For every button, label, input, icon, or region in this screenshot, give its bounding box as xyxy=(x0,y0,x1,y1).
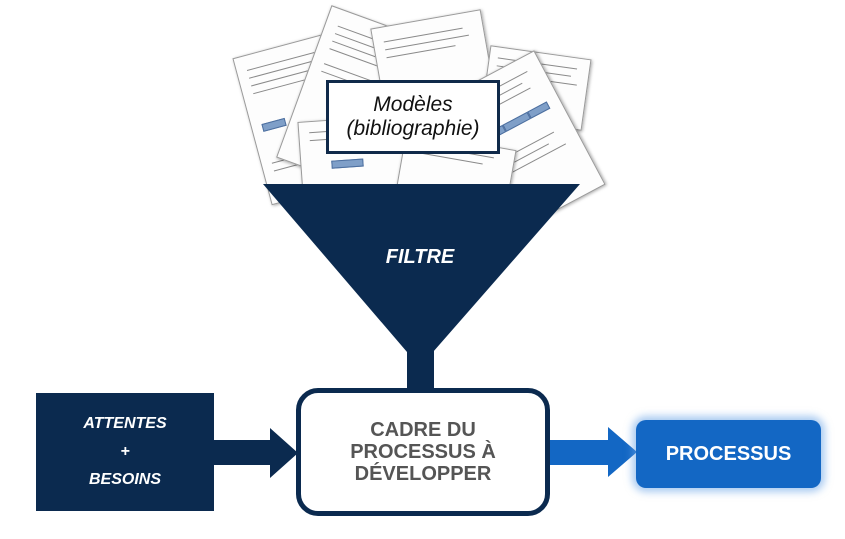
filter-label: FILTRE xyxy=(385,246,455,268)
input-arrow xyxy=(214,428,298,478)
models-label: Modèles xyxy=(373,93,453,116)
expectations-label: ATTENTES xyxy=(83,415,167,432)
models-box: Modèles (bibliographie) xyxy=(326,80,500,154)
output-arrow xyxy=(550,427,637,477)
funnel-stem xyxy=(407,340,434,392)
expectations-needs-box: ATTENTES + BESOINS xyxy=(36,393,214,511)
process-output-box: PROCESSUS xyxy=(636,420,821,488)
plus-label: + xyxy=(120,443,130,460)
needs-label: BESOINS xyxy=(88,471,161,488)
process-frame-label: CADRE DU PROCESSUS À DÉVELOPPER xyxy=(350,419,496,485)
filter-funnel xyxy=(263,184,580,352)
process-output-label: PROCESSUS xyxy=(665,442,792,465)
models-sublabel: (bibliographie) xyxy=(346,117,480,140)
process-frame-box: CADRE DU PROCESSUS À DÉVELOPPER xyxy=(296,388,550,516)
